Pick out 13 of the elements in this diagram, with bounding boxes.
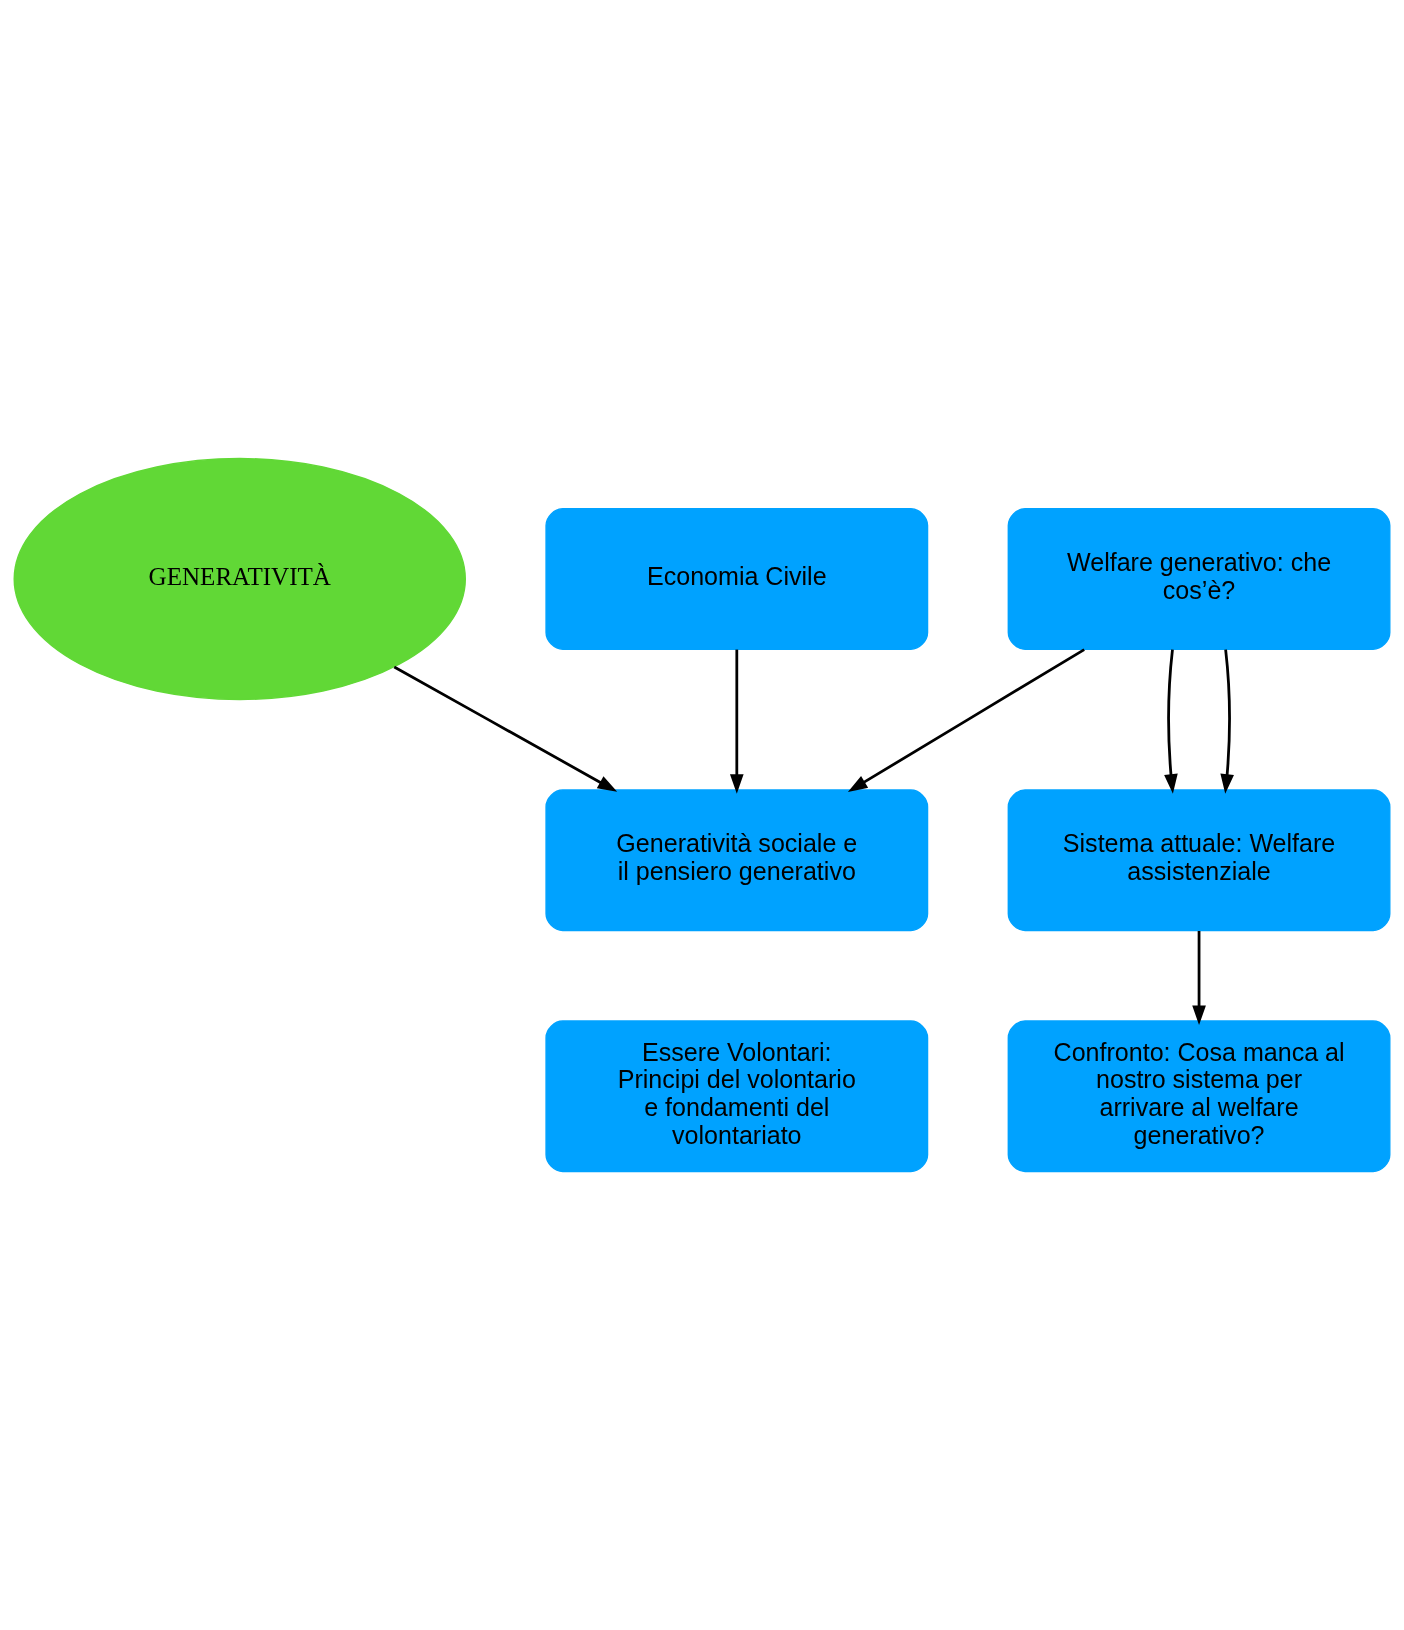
node-box: Essere Volontari: Principi del volontario e fondamenti del volontariato [545, 1020, 929, 1173]
node-box: Generatività sociale e il pensiero generativo [545, 789, 929, 932]
arrow [1192, 931, 1206, 1026]
arrow [1164, 649, 1178, 794]
arrow [729, 649, 744, 794]
node-box: Welfare generativo: che cos’è? [1007, 508, 1391, 650]
arrow [393, 665, 618, 792]
node-box: Sistema attuale: Welfare assistenziale [1007, 789, 1391, 932]
node-box: Economia Civile [545, 508, 929, 650]
arrow [847, 648, 1085, 792]
node-box: Confronto: Cosa manca al nostro sistema per arrivare al welfare generativo? [1007, 1020, 1391, 1173]
node-ellipse: GENERATIVITÀ [13, 457, 466, 701]
arrow [1220, 649, 1234, 794]
